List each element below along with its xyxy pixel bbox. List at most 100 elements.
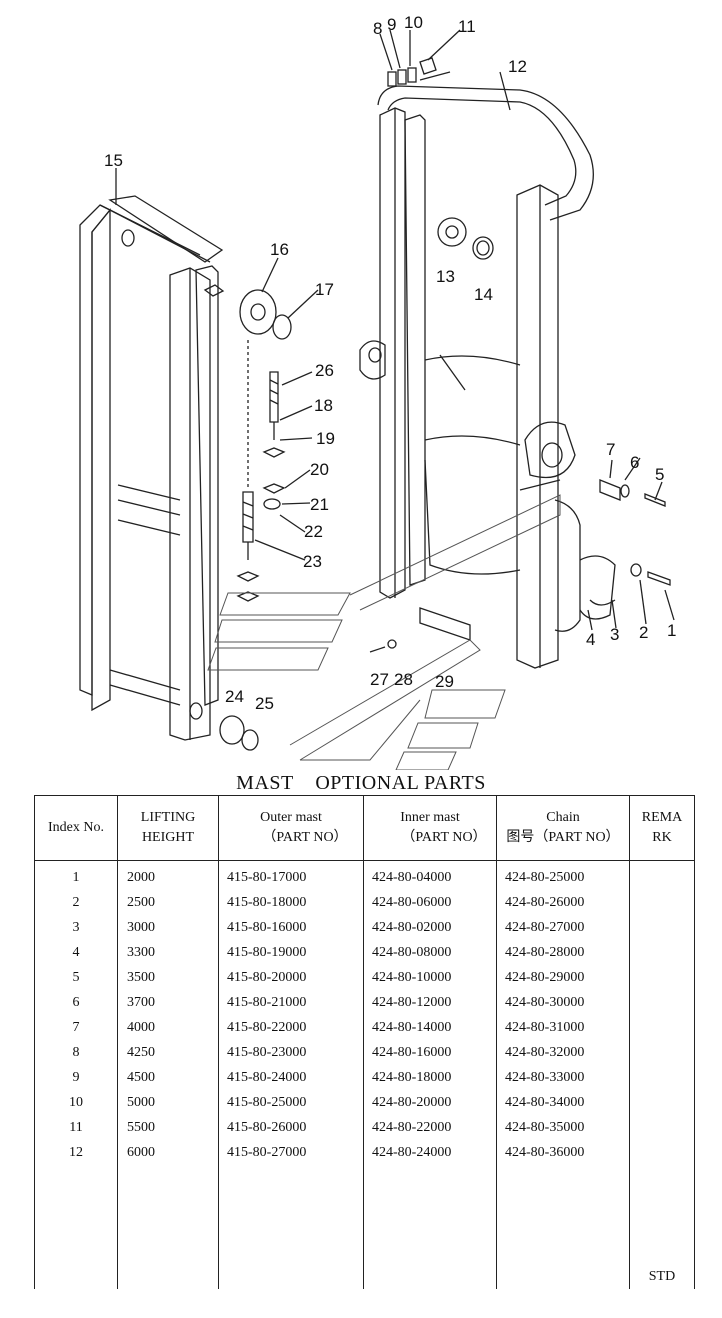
inner-mast-drawing xyxy=(359,85,594,669)
cell-outer: 415-80-22000 xyxy=(218,1015,364,1040)
cell-index: 4 xyxy=(34,940,118,965)
cell-outer: 415-80-21000 xyxy=(218,990,364,1015)
cell-chain: 424-80-27000 xyxy=(496,915,630,940)
cell-outer: 415-80-20000 xyxy=(218,965,364,990)
mast-optional-parts-table: Index No. LIFTING HEIGHT Outer mast （PAR… xyxy=(34,795,695,1289)
cell-inner: 424-80-20000 xyxy=(363,1090,497,1115)
cell-height: 3700 xyxy=(117,990,219,1015)
cell-height: 2500 xyxy=(117,890,219,915)
header-inner-mast: Inner mast （PART NO） xyxy=(363,795,497,861)
cell-outer: 415-80-18000 xyxy=(218,890,364,915)
cell-index: 8 xyxy=(34,1040,118,1065)
cell-height: 4000 xyxy=(117,1015,219,1040)
header-chain: Chain 图号（PART NO） xyxy=(496,795,630,861)
cell-chain: 424-80-32000 xyxy=(496,1040,630,1065)
cell-outer: 415-80-26000 xyxy=(218,1115,364,1140)
cell-inner: 424-80-06000 xyxy=(363,890,497,915)
cell-remark xyxy=(629,990,695,1015)
cell-chain: 424-80-36000 xyxy=(496,1140,630,1165)
cell-std-remark: STD xyxy=(629,1265,695,1289)
cell-outer: 415-80-16000 xyxy=(218,915,364,940)
cell-remark xyxy=(629,890,695,915)
cell-chain: 424-80-28000 xyxy=(496,940,630,965)
callout-labels: 1 2 3 4 5 6 7 8 9 10 11 12 13 14 15 16 1… xyxy=(104,13,676,713)
cell-height: 6000 xyxy=(117,1140,219,1165)
cell-outer: 415-80-23000 xyxy=(218,1040,364,1065)
callout-1: 1 xyxy=(667,621,676,640)
callout-18: 18 xyxy=(314,396,333,415)
outer-mast-drawing xyxy=(79,195,225,741)
cell-remark xyxy=(629,1115,695,1140)
callout-21: 21 xyxy=(310,495,329,514)
cell-remark xyxy=(629,1090,695,1115)
cell-outer: 415-80-25000 xyxy=(218,1090,364,1115)
cell-inner: 424-80-02000 xyxy=(363,915,497,940)
callout-6: 6 xyxy=(630,453,639,472)
table-filler-row xyxy=(34,1165,695,1265)
cell-remark xyxy=(629,1140,695,1165)
callout-17: 17 xyxy=(315,280,334,299)
cell-height: 4250 xyxy=(117,1040,219,1065)
cell-chain: 424-80-35000 xyxy=(496,1115,630,1140)
cell-height: 4500 xyxy=(117,1065,219,1090)
cell-chain: 424-80-25000 xyxy=(496,860,630,890)
cell-inner: 424-80-22000 xyxy=(363,1115,497,1140)
callout-7: 7 xyxy=(606,440,615,459)
callout-4: 4 xyxy=(586,630,595,649)
cell-index: 12 xyxy=(34,1140,118,1165)
callout-24: 24 xyxy=(225,687,244,706)
callout-10: 10 xyxy=(404,13,423,32)
callout-27: 27 xyxy=(370,670,389,689)
callout-8: 8 xyxy=(373,19,382,38)
table-row-std: STD xyxy=(34,1265,695,1289)
cell-chain: 424-80-30000 xyxy=(496,990,630,1015)
cell-remark xyxy=(629,965,695,990)
cell-chain: 424-80-31000 xyxy=(496,1015,630,1040)
cell-outer: 415-80-17000 xyxy=(218,860,364,890)
callout-13: 13 xyxy=(436,267,455,286)
cell-outer: 415-80-27000 xyxy=(218,1140,364,1165)
cell-index: 1 xyxy=(34,860,118,890)
cell-inner: 424-80-16000 xyxy=(363,1040,497,1065)
table-title: MAST OPTIONAL PARTS xyxy=(236,772,486,794)
cell-height: 3000 xyxy=(117,915,219,940)
cell-index: 10 xyxy=(34,1090,118,1115)
background-graphic xyxy=(207,494,561,770)
cell-inner: 424-80-12000 xyxy=(363,990,497,1015)
cell-remark xyxy=(629,860,695,890)
cell-index: 9 xyxy=(34,1065,118,1090)
callout-23: 23 xyxy=(303,552,322,571)
cell-outer: 415-80-19000 xyxy=(218,940,364,965)
cell-remark xyxy=(629,1040,695,1065)
callout-28: 28 xyxy=(394,670,413,689)
callout-25: 25 xyxy=(255,694,274,713)
cell-index: 7 xyxy=(34,1015,118,1040)
cell-remark xyxy=(629,915,695,940)
cell-inner: 424-80-14000 xyxy=(363,1015,497,1040)
cell-chain: 424-80-33000 xyxy=(496,1065,630,1090)
header-lifting-height: LIFTING HEIGHT xyxy=(117,795,219,861)
cell-height: 5500 xyxy=(117,1115,219,1140)
cell-chain: 424-80-34000 xyxy=(496,1090,630,1115)
callout-26: 26 xyxy=(315,361,334,380)
cell-inner: 424-80-04000 xyxy=(363,860,497,890)
header-outer-mast: Outer mast （PART NO） xyxy=(218,795,364,861)
cell-height: 5000 xyxy=(117,1090,219,1115)
callout-12: 12 xyxy=(508,57,527,76)
cell-outer: 415-80-24000 xyxy=(218,1065,364,1090)
callout-22: 22 xyxy=(304,522,323,541)
header-remark: REMA RK xyxy=(629,795,695,861)
callout-14: 14 xyxy=(474,285,493,304)
cell-height: 3500 xyxy=(117,965,219,990)
